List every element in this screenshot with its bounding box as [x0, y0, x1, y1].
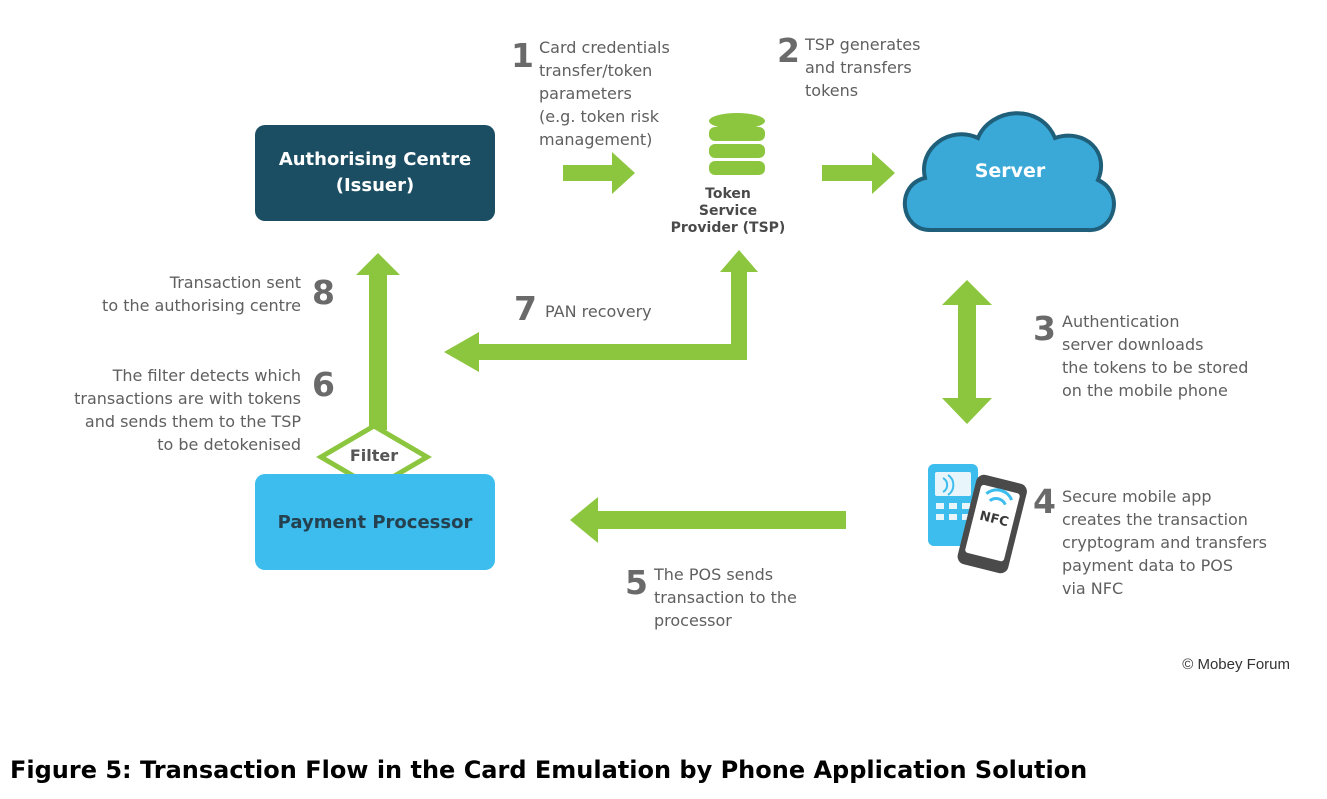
step-2-text: TSP generates and transfers tokens	[805, 35, 921, 100]
arrow-step-1	[563, 152, 635, 194]
payment-processor-label: Payment Processor	[277, 511, 473, 533]
step-1-text: Card credentials transfer/token paramete…	[539, 38, 670, 149]
step-7-number: 7	[514, 289, 537, 328]
cloud-icon	[902, 111, 1116, 233]
payment-processor-box: Payment Processor	[255, 474, 495, 570]
step-8-number: 8	[312, 273, 335, 312]
arrow-step-3	[942, 280, 992, 424]
step-3-number: 3	[1033, 309, 1056, 348]
arrow-step-7	[444, 250, 758, 372]
step-1-number: 1	[511, 36, 534, 75]
step-8-text: Transaction sent to the authorising cent…	[102, 273, 301, 315]
step-2-number: 2	[777, 31, 800, 70]
arrow-step-2	[822, 152, 895, 194]
authorising-centre-box: Authorising Centre (Issuer)	[255, 125, 495, 221]
filter-label: Filter	[349, 446, 399, 465]
authorising-centre-label: Authorising Centre (Issuer)	[278, 149, 472, 196]
figure-caption: Figure 5: Transaction Flow in the Card E…	[10, 756, 1088, 784]
nfc-phone-icon	[957, 474, 1027, 574]
database-icon	[709, 113, 765, 175]
copyright: © Mobey Forum	[1182, 656, 1290, 673]
arrow-step-5	[570, 497, 846, 543]
step-7-text: PAN recovery	[545, 302, 652, 321]
step-4-text: Secure mobile app creates the transactio…	[1062, 487, 1267, 598]
server-label: Server	[974, 160, 1046, 182]
step-5-text: The POS sends transaction to the process…	[654, 565, 797, 630]
step-6-number: 6	[312, 365, 335, 404]
step-4-number: 4	[1033, 482, 1056, 521]
step-6-text: The filter detects which transactions ar…	[74, 366, 301, 454]
step-3-text: Authentication server downloads the toke…	[1062, 312, 1249, 400]
tsp-label: Token Service Provider (TSP)	[670, 186, 786, 236]
step-5-number: 5	[625, 563, 648, 602]
arrow-step-8	[356, 253, 400, 430]
